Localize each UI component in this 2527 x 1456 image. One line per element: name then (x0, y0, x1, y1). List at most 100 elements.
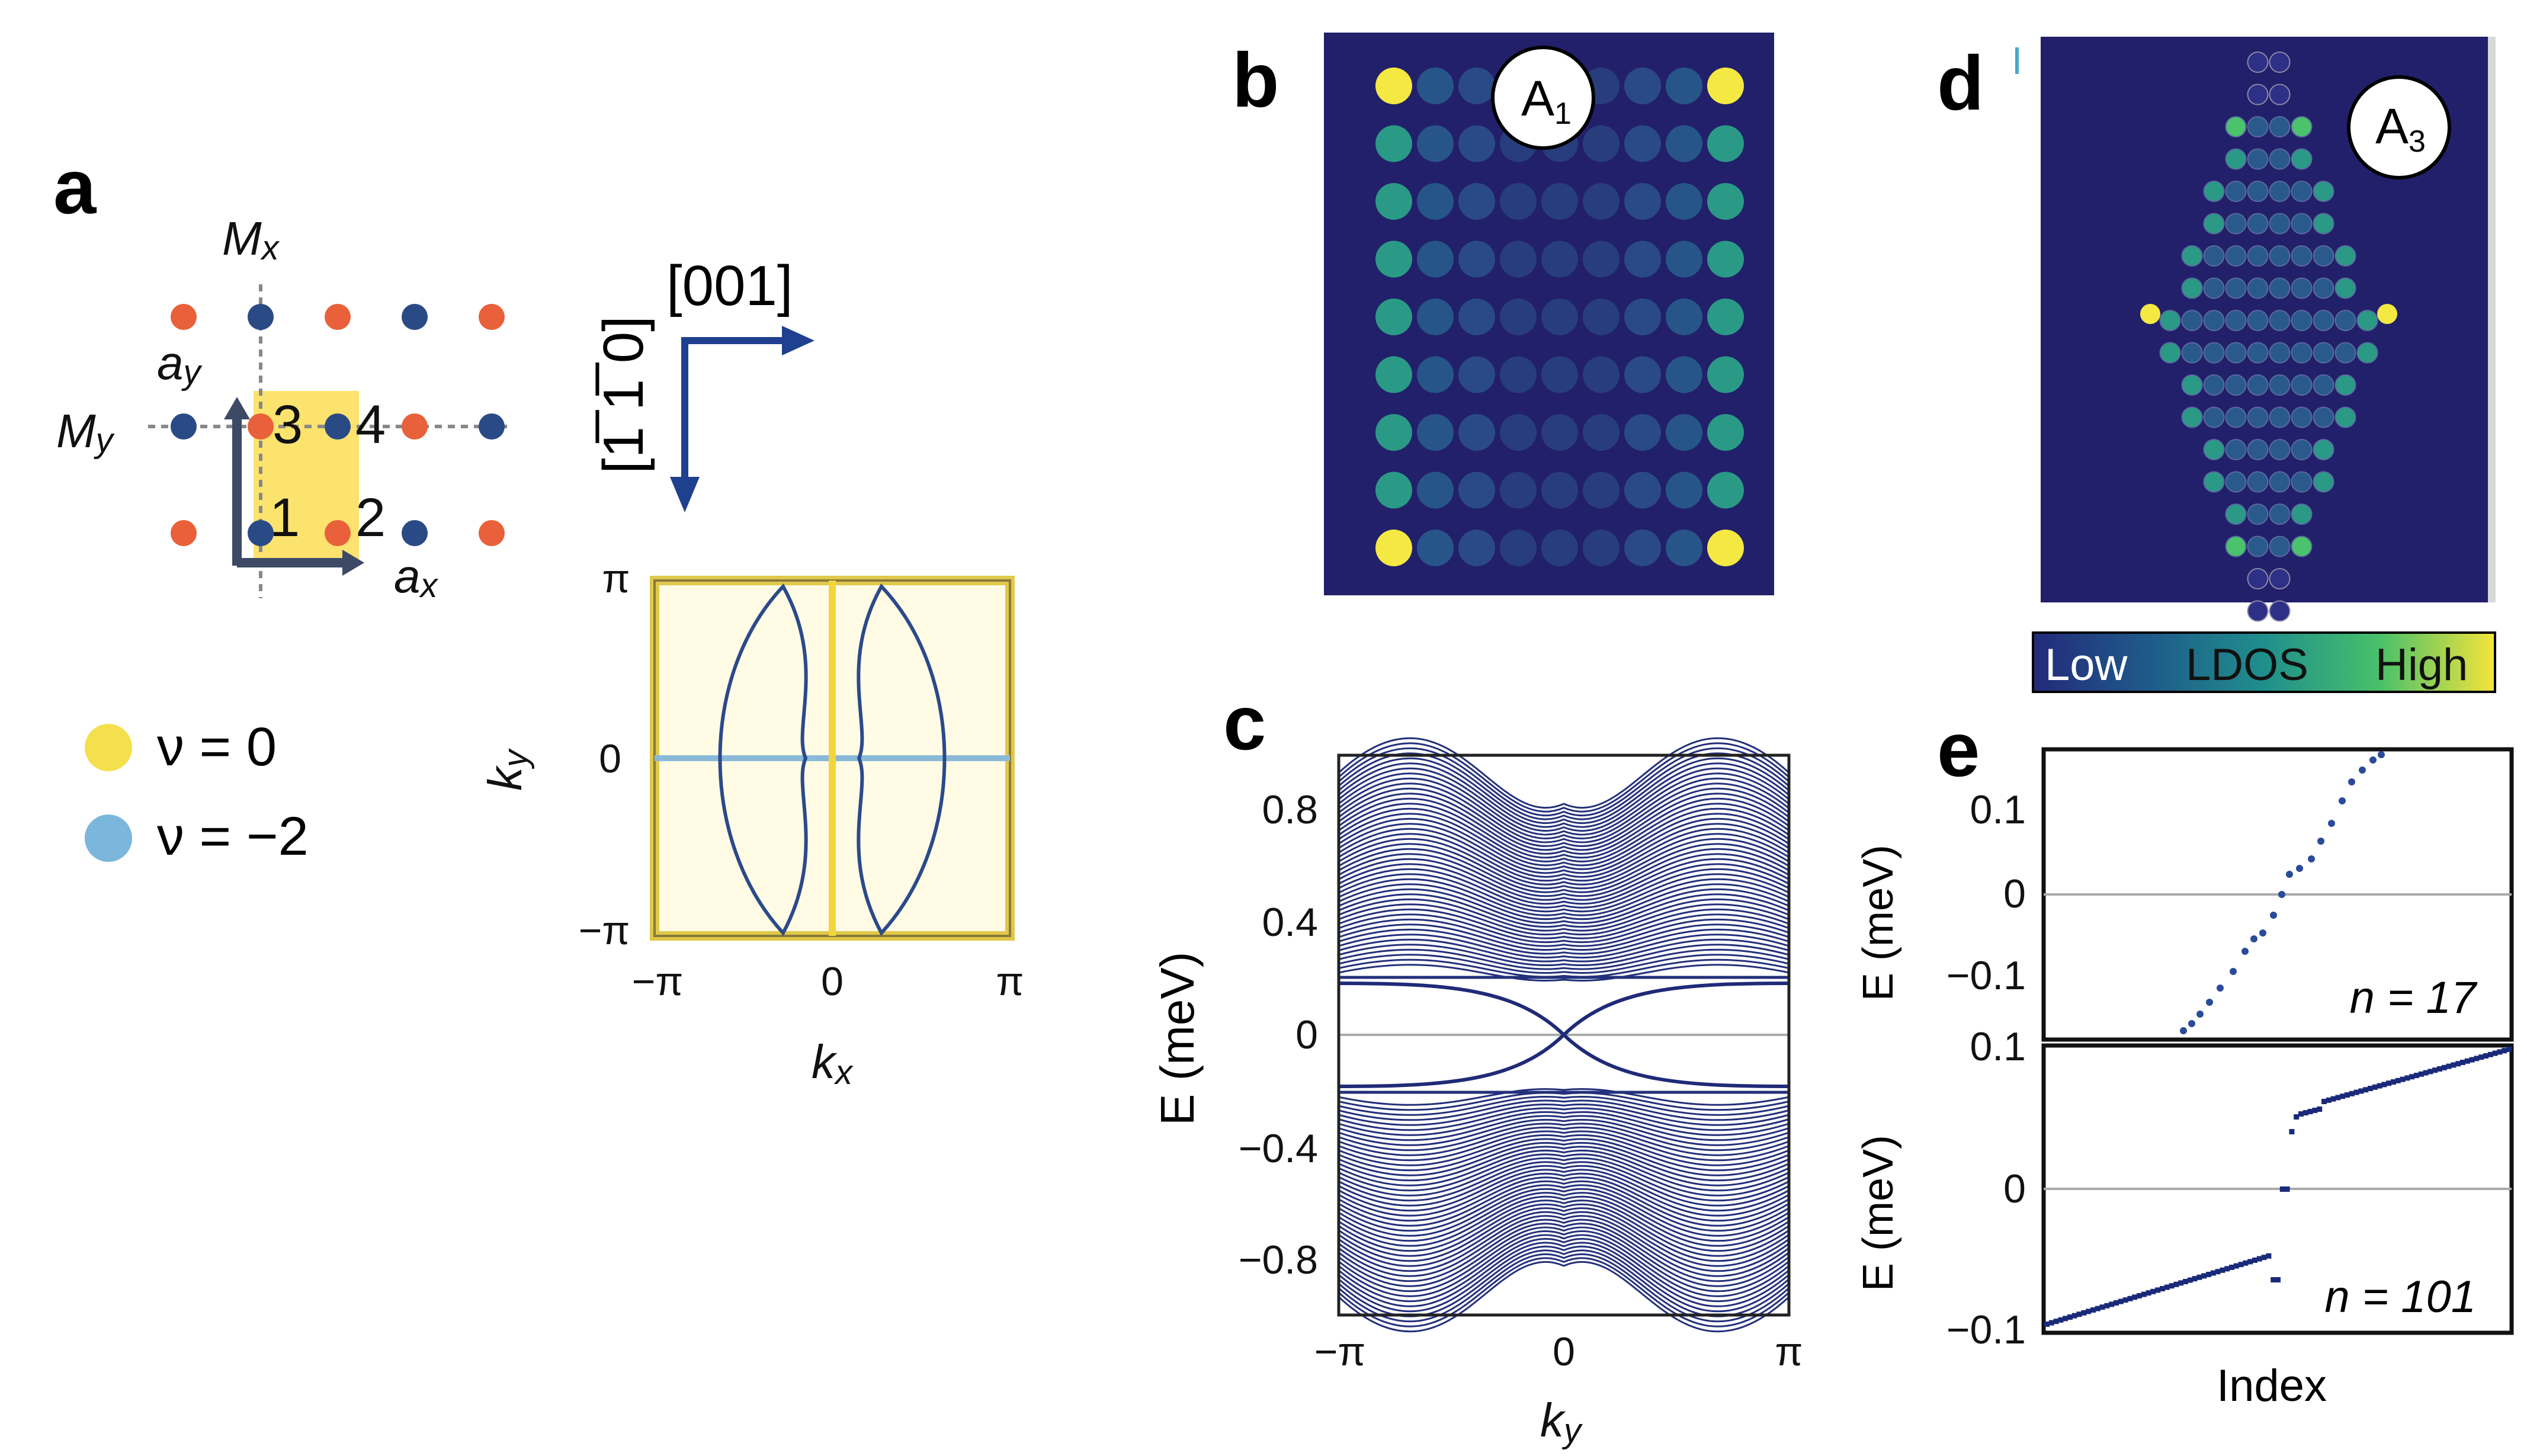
ldos-site-b (1707, 414, 1744, 451)
spectrum-top-point (2196, 1011, 2204, 1018)
spectrum-bottom-point (2284, 1186, 2290, 1192)
lattice-site-dot (171, 520, 197, 546)
spectrum-top-point (2286, 871, 2293, 878)
spectrum-bottom-point (2372, 1084, 2378, 1090)
bulk-band-upper (1338, 843, 1790, 890)
site-label-4: 4 (355, 395, 386, 455)
lattice-site-dot (325, 304, 351, 330)
bulk-band-upper (1338, 767, 1790, 832)
ay-label: ay (157, 336, 203, 392)
ldos-site-d (2225, 245, 2247, 267)
ldos-site-d (2247, 84, 2269, 105)
spectrum-bottom-point (2377, 1083, 2382, 1089)
spectrum-plot-bottom: 0.1 0 −0.1 E (meV) n = 101 (1855, 1024, 2514, 1352)
bulk-band-lower (1338, 1218, 1790, 1277)
spectrum-top-ytick-0.1: 0.1 (1970, 787, 2026, 832)
bulk-band-lower (1338, 1238, 1790, 1303)
band-ytick-0.4: 0.4 (1262, 900, 1318, 945)
ldos-site-b (1624, 125, 1661, 162)
spectrum-bottom-point (2160, 1286, 2165, 1291)
ldos-site-b (1707, 356, 1744, 393)
ldos-site-d (2269, 535, 2291, 557)
ldos-site-b (1624, 240, 1661, 278)
bulk-band-lower (1338, 1211, 1790, 1267)
spectrum-bottom-point (2238, 1262, 2244, 1268)
bulk-band-upper (1338, 868, 1790, 909)
spectrum-bottom-point (2492, 1050, 2498, 1056)
spectrum-bottom-point (2386, 1080, 2392, 1086)
ldos-site-b (1583, 125, 1620, 162)
ldos-site-d (2203, 213, 2225, 235)
ldos-site-d (2269, 245, 2291, 267)
spectrum-bottom-point (2506, 1047, 2512, 1052)
spectrum-bottom-point (2298, 1111, 2304, 1117)
ldos-map-d: A3 (2041, 37, 2496, 622)
panel-label-e: e (1937, 706, 1980, 793)
ldos-site-b (1417, 472, 1454, 509)
ldos-site-d (2291, 503, 2313, 525)
fermi-contour-left (718, 583, 808, 937)
spectrum-bottom-point (2302, 1110, 2308, 1115)
band-ytick-0.8: 0.8 (1262, 787, 1318, 832)
ldos-site-d (2225, 406, 2247, 428)
spectrum-bottom-point (2132, 1294, 2138, 1300)
colorbar-mid-label: LDOS (2186, 640, 2308, 690)
badge-a3-label: A3 (2375, 98, 2426, 159)
ldos-site-d (2291, 181, 2313, 202)
spectrum-bottom-point (2086, 1309, 2092, 1314)
bulk-band-lower (1338, 1153, 1790, 1192)
bulk-band-upper (1338, 737, 1790, 809)
ldos-site-b (1500, 472, 1537, 509)
site-label-3: 3 (272, 395, 303, 455)
spectrum-bottom-point (2178, 1280, 2184, 1286)
bulk-band-lower (1338, 1234, 1790, 1297)
ldos-site-b (1417, 183, 1454, 220)
bulk-band-upper (1338, 858, 1790, 901)
ay-arrowhead (224, 397, 250, 419)
ldos-site-d (2247, 213, 2269, 235)
ldos-site-b (1458, 414, 1495, 451)
bulk-band-upper (1338, 787, 1790, 847)
ldos-site-b (1375, 356, 1412, 393)
ldos-corner-site-d (2140, 304, 2160, 324)
ldos-site-b (1375, 183, 1412, 220)
bulk-band-lower (1338, 1245, 1790, 1313)
brillouin-zone-plot: π 0 −π −π 0 π kx ky (479, 556, 1024, 1092)
bz-xtick-right: π (996, 959, 1024, 1004)
bz-ytick-mid: 0 (599, 736, 621, 781)
ldos-site-b (1707, 472, 1744, 509)
bulk-band-upper (1338, 908, 1790, 939)
spectrum-bottom-point (2122, 1297, 2128, 1303)
spectrum-bottom-point (2063, 1316, 2069, 1322)
bulk-band-lower (1338, 1130, 1790, 1162)
ldos-site-d (2313, 213, 2334, 235)
ldos-site-d (2269, 310, 2291, 331)
bulk-band-upper (1338, 797, 1790, 855)
ldos-site-b (1417, 240, 1454, 278)
crystal-direction-arrows: [001] [1̅ 1̅ 0] (592, 254, 814, 512)
ldos-site-b (1375, 530, 1412, 566)
ldos-site-b (1541, 530, 1578, 566)
spectrum-bottom-point (2196, 1274, 2202, 1280)
ldos-site-d (2291, 535, 2313, 557)
spectrum-bottom-point (2076, 1311, 2082, 1317)
spectrum-bottom-point (2349, 1091, 2355, 1096)
spectrum-bottom-point (2220, 1267, 2225, 1273)
topology-legend: ν = 0 ν = −2 (85, 717, 309, 867)
bulk-band-upper (1338, 833, 1790, 882)
panel-label-c: c (1223, 679, 1266, 766)
bulk-band-lower (1338, 1192, 1790, 1242)
ldos-site-b (1458, 530, 1495, 566)
bulk-band-lower (1338, 1188, 1790, 1237)
ldos-site-b (1458, 125, 1495, 162)
ldos-site-d (2269, 277, 2291, 299)
spectrum-bottom-point (2261, 1255, 2267, 1261)
bulk-band-lower (1338, 1165, 1790, 1207)
ldos-site-b (1375, 68, 1412, 104)
ldos-site-d (2269, 600, 2291, 622)
lattice-site-dot (479, 413, 505, 440)
bulk-band-lower (1338, 1095, 1790, 1116)
ldos-site-d (2203, 181, 2225, 202)
ldos-site-d (2203, 439, 2225, 460)
ldos-site-d (2247, 503, 2269, 525)
